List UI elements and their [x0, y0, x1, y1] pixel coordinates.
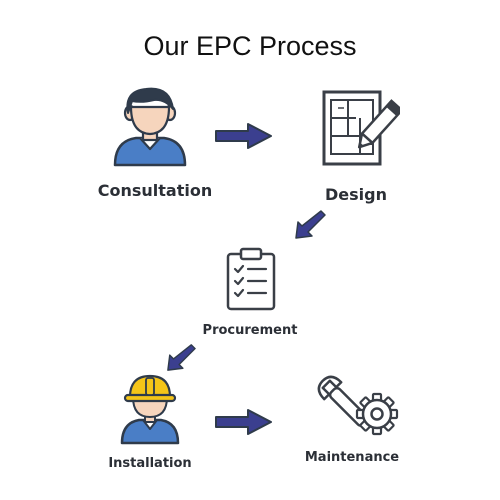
wrench-gear-icon	[317, 375, 399, 436]
step-label-installation: Installation	[108, 456, 192, 471]
person-icon	[113, 87, 187, 167]
blueprint-pencil-icon	[322, 90, 400, 166]
page-title: Our EPC Process	[143, 31, 357, 61]
step-label-procurement: Procurement	[202, 323, 298, 338]
arrow-right-icon	[215, 123, 272, 149]
arrow-right-icon	[215, 409, 272, 435]
step-label-maintenance: Maintenance	[304, 450, 400, 465]
step-label-consultation: Consultation	[97, 181, 213, 200]
step-label-design: Design	[325, 185, 387, 204]
arrow-down-left-icon	[167, 344, 196, 371]
worker-hardhat-icon	[120, 374, 180, 445]
arrow-down-left-icon	[295, 210, 326, 239]
clipboard-checklist-icon	[226, 247, 276, 311]
